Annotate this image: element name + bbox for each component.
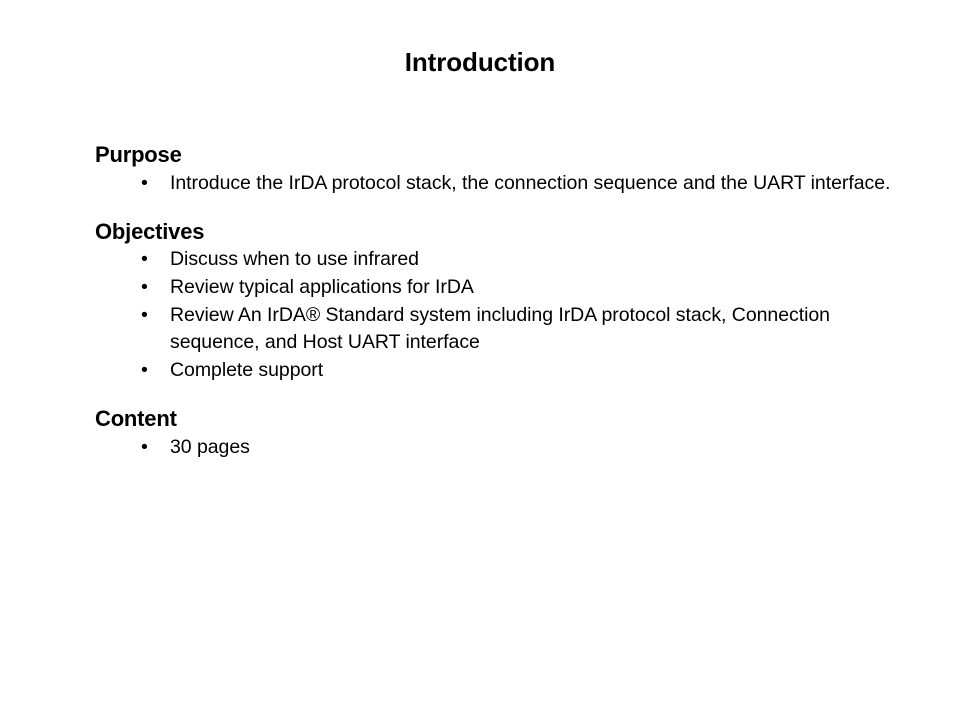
bullet-list-purpose: • Introduce the IrDA protocol stack, the…	[95, 170, 895, 198]
bullet-list-content: • 30 pages	[95, 434, 895, 462]
list-item: • Introduce the IrDA protocol stack, the…	[95, 170, 895, 198]
list-item: • Discuss when to use infrared	[95, 246, 895, 274]
bullet-dot-icon: •	[141, 303, 148, 326]
bullet-dot-icon: •	[141, 276, 148, 299]
list-item: • Review typical applications for IrDA	[95, 274, 895, 302]
list-item-label: Introduce the IrDA protocol stack, the c…	[170, 171, 891, 194]
list-item: • 30 pages	[95, 434, 895, 462]
section-heading-objectives: Objectives	[95, 218, 205, 244]
list-item: • Complete support	[95, 357, 895, 385]
list-item-label: Review An IrDA® Standard system includin…	[170, 303, 830, 354]
list-item-label: Review typical applications for IrDA	[170, 276, 474, 299]
bullet-list-objectives: • Discuss when to use infrared • Review …	[95, 246, 895, 384]
bullet-dot-icon: •	[141, 248, 148, 271]
list-item-label: Discuss when to use infrared	[170, 248, 419, 271]
section-heading-content: Content	[95, 405, 177, 431]
page-title: Introduction	[404, 47, 556, 77]
list-item-label: 30 pages	[170, 435, 250, 458]
slide-body: Purpose • Introduce the IrDA protocol st…	[95, 142, 895, 461]
bullet-dot-icon: •	[141, 359, 148, 382]
section-heading-purpose: Purpose	[95, 142, 182, 167]
list-item: • Review An IrDA® Standard system includ…	[95, 302, 895, 357]
section-objectives: Objectives • Discuss when to use infrare…	[95, 219, 895, 385]
list-item-label: Complete support	[170, 359, 324, 382]
bullet-dot-icon: •	[141, 171, 148, 194]
section-content: Content • 30 pages	[95, 406, 895, 462]
section-purpose: Purpose • Introduce the IrDA protocol st…	[95, 142, 895, 198]
bullet-dot-icon: •	[141, 435, 148, 458]
